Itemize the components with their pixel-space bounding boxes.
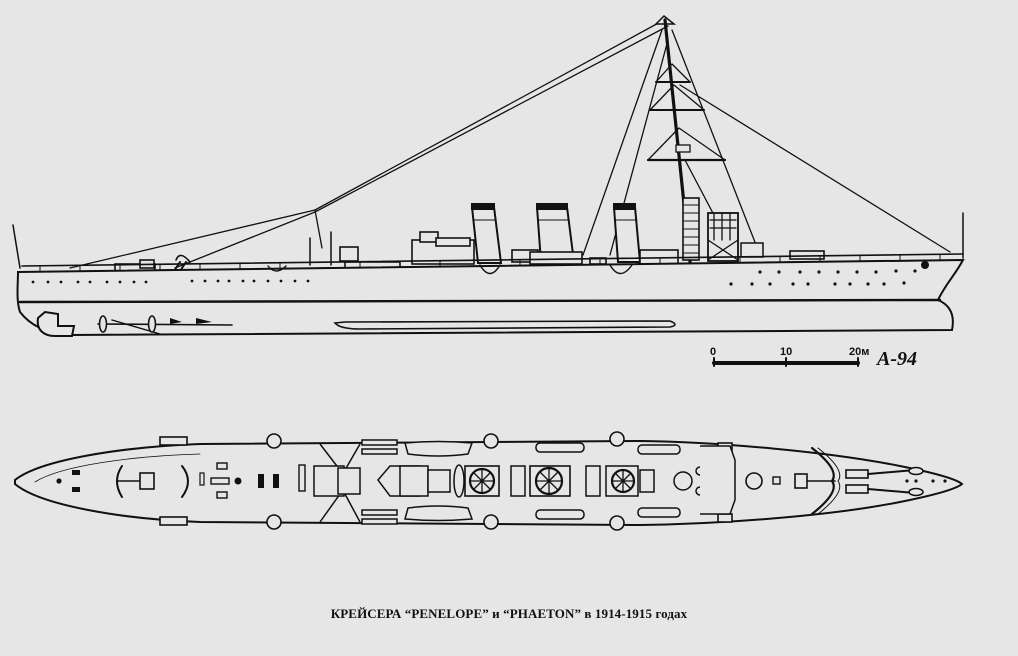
- stern-gear: [36, 310, 233, 337]
- side-elevation-view: [12, 14, 965, 337]
- stern-fittings: [56, 462, 306, 499]
- rigging: [69, 19, 951, 269]
- forecastle: [745, 446, 947, 516]
- main-mast: [646, 14, 727, 264]
- funnels-plan: [464, 465, 636, 497]
- scale-bar: [712, 357, 860, 367]
- funnel-2-plan: [529, 465, 571, 497]
- after-superstructure: [707, 212, 764, 262]
- staffs: [12, 212, 964, 269]
- funnel-3-plan: [610, 468, 636, 494]
- funnel-1-plan: [464, 465, 500, 497]
- portholes: [31, 261, 929, 286]
- hull-profile: [16, 258, 965, 337]
- figure-caption: КРЕЙСЕРА “PENELOPE” и “PHAETON” в 1914-1…: [330, 606, 688, 621]
- scale-tick-10: 10: [780, 346, 793, 358]
- deck-plan-view: [14, 431, 964, 531]
- funnels-side: [470, 203, 642, 264]
- reference-mark: А-94: [877, 348, 917, 370]
- funnel-3: [612, 203, 642, 263]
- scale-tick-20: 20м: [849, 346, 870, 358]
- amidships-deck: [313, 439, 736, 525]
- funnel-1: [470, 203, 503, 264]
- scale-tick-0: 0: [710, 346, 717, 358]
